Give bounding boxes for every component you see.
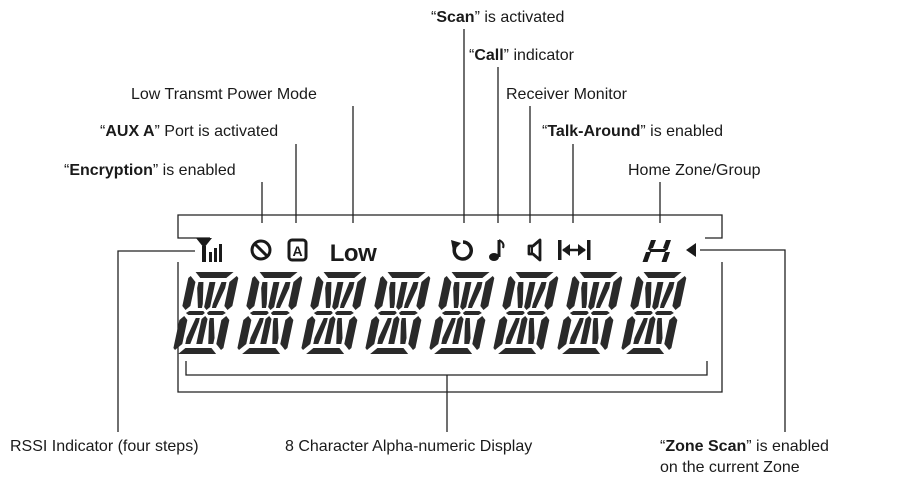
segment-character <box>492 272 560 354</box>
talk-around-icon <box>558 240 591 260</box>
home-zone-label: Home Zone/Group <box>628 162 761 179</box>
segment-character <box>620 272 688 354</box>
segment-character <box>364 272 432 354</box>
talk-around-label: “Talk-Around” is enabled <box>542 123 723 141</box>
call-label: “Call” indicator <box>469 47 574 65</box>
aux-a-label-rest: ” Port is activated <box>154 123 279 140</box>
rssi-label: RSSI Indicator (four steps) <box>10 438 199 455</box>
zone-scan-label-bold: Zone Scan <box>665 438 747 455</box>
call-label-rest: ” indicator <box>503 47 574 64</box>
call-label-quote-open: “ <box>469 47 475 64</box>
aux-a-label-bold: AUX A <box>105 123 155 140</box>
zone-scan-label-quote-open: “ <box>660 438 666 455</box>
encryption-icon <box>250 239 272 261</box>
encryption-label-bold: Encryption <box>69 162 153 179</box>
encryption-label: “Encryption” is enabled <box>64 162 236 180</box>
low-power-icon: Low <box>330 240 377 267</box>
call-icon <box>489 239 505 261</box>
aux-a-label-quote-open: “ <box>100 123 106 140</box>
segment-character <box>236 272 304 354</box>
aux-a-icon-letter: A <box>292 243 302 259</box>
scan-label-bold: Scan <box>436 9 475 26</box>
encryption-label-rest: ” is enabled <box>152 162 236 179</box>
scan-label-quote-open: “ <box>431 9 437 26</box>
zone-scan-icon <box>686 243 696 257</box>
leader-lines <box>117 29 786 432</box>
display-8char-label: 8 Character Alpha-numeric Display <box>285 438 533 455</box>
display-bracket <box>185 361 708 376</box>
zone-scan-label-rest: ” is enabled <box>746 438 829 455</box>
aux-a-icon: A <box>287 238 308 262</box>
aux-a-label: “AUX A” Port is activated <box>100 123 278 141</box>
scan-label: “Scan” is activated <box>431 9 564 27</box>
rssi-icon <box>196 238 222 262</box>
receiver-monitor-label: Receiver Monitor <box>506 86 627 103</box>
segment-characters <box>172 272 688 354</box>
receiver-monitor-icon <box>527 238 542 262</box>
encryption-label-quote-open: “ <box>64 162 70 179</box>
talk-around-label-rest: ” is enabled <box>640 123 724 140</box>
home-zone-icon <box>642 240 671 262</box>
talk-around-label-quote-open: “ <box>542 123 548 140</box>
zone-scan-label-line2: on the current Zone <box>660 459 800 476</box>
scan-label-rest: ” is activated <box>474 9 565 26</box>
zone-scan-label: “Zone Scan” is enabled <box>660 438 829 456</box>
segment-character <box>428 272 496 354</box>
segment-character <box>556 272 624 354</box>
scan-icon <box>451 240 473 261</box>
segment-character <box>300 272 368 354</box>
low-power-label: Low Transmt Power Mode <box>131 86 317 103</box>
segment-character <box>172 272 240 354</box>
talk-around-label-bold: Talk-Around <box>547 123 641 140</box>
call-label-bold: Call <box>474 47 504 64</box>
